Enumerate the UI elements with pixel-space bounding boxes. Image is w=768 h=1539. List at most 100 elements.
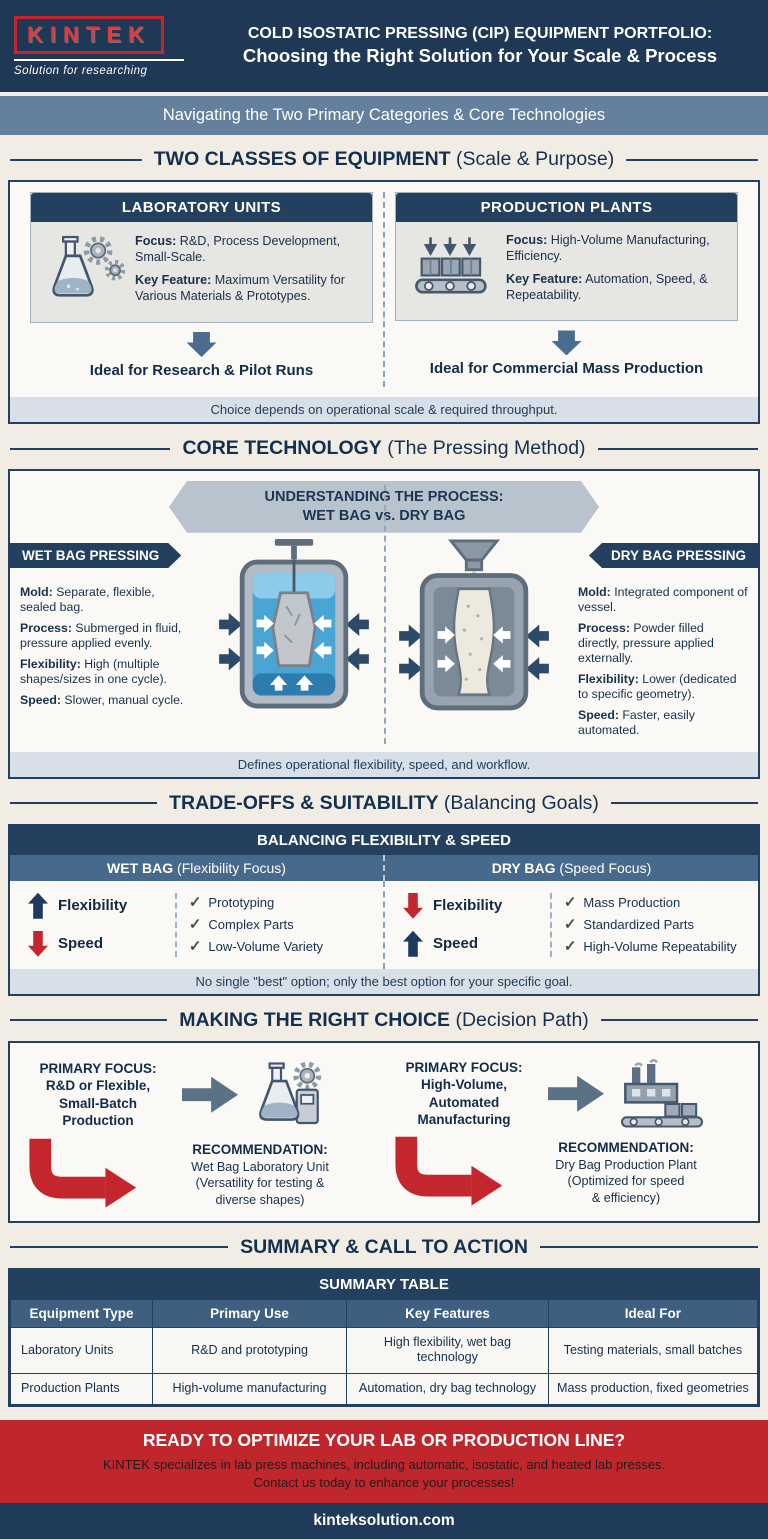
two-classes-subtitle: (Scale & Purpose) [456, 148, 615, 170]
title-rule-left [10, 802, 158, 805]
two-classes-footer: Choice depends on operational scale & re… [10, 397, 758, 422]
summary-title: SUMMARY & CALL TO ACTION [240, 1235, 528, 1258]
title-rule-left [10, 1019, 168, 1022]
lab-feature-text: Maximum Versatility for Various Material… [135, 273, 345, 304]
wet-bag-vessel-diagram [219, 538, 369, 709]
speed-up-row: Speed [403, 930, 550, 957]
wet-bag-checklist: ✓Prototyping ✓Complex Parts ✓Low-Volume … [174, 892, 377, 957]
speed-down-row: Speed [28, 930, 175, 957]
kintek-logo-box: KINTEK [14, 15, 164, 54]
dry-bag-subheader: DRY BAG (Speed Focus) [491, 859, 652, 876]
lab-focus-text: R&D, Process Development, Small-Scale. [135, 233, 341, 264]
cta-banner: READY TO OPTIMIZE YOUR LAB OR PRODUCTION… [0, 1419, 768, 1504]
lab-recommendation: RECOMMENDATION: Wet Bag Laboratory Unit … [191, 1142, 329, 1207]
core-technology-footer: Defines operational flexibility, speed, … [10, 751, 758, 777]
check-item: ✓Complex Parts [188, 916, 294, 934]
laboratory-units-column: LABORATORY UNITS [20, 192, 383, 387]
title-rule-left [10, 447, 171, 450]
check-item: ✓Standardized Parts [563, 916, 694, 934]
plant-feature-label: Key Feature: [506, 272, 583, 287]
wet-bag-tradeoffs: Flexibility Speed ✓Prototyping ✓Complex … [10, 881, 383, 969]
core-subtitle: (The Pressing Method) [387, 437, 586, 459]
section-title-summary: SUMMARY & CALL TO ACTION [10, 1236, 758, 1259]
cta-line2: Contact us today to enhance your process… [253, 1475, 515, 1491]
website-link[interactable]: kinteksolution.com [0, 1503, 768, 1539]
wet-bag-specs: Mold: Separate, flexible, sealed bag. Pr… [20, 584, 184, 707]
section-title-core-technology: CORE TECHNOLOGY (The Pressing Method) [10, 437, 759, 460]
production-plants-subcard: PRODUCTION PLANTS [395, 192, 738, 322]
title-rule-left [10, 158, 142, 161]
title-rule-right [626, 158, 759, 161]
production-plants-column: PRODUCTION PLANTS [383, 192, 748, 387]
lab-ideal-text: Ideal for Research & Pilot Runs [89, 362, 314, 379]
cta-line1: KINTEK specializes in lab press machines… [102, 1456, 666, 1472]
dry-bag-pressing-tag: DRY BAG PRESSING [588, 543, 758, 568]
balancing-header: BALANCING FLEXIBILITY & SPEED [10, 825, 758, 855]
check-icon: ✓ [188, 938, 202, 956]
lab-feature-label: Key Feature: [135, 273, 212, 287]
production-plants-text: Focus: High-Volume Manufacturing, Effici… [506, 232, 729, 310]
wet-bag-pressing-tag: WET BAG PRESSING [10, 543, 181, 568]
section-title-choice: MAKING THE RIGHT CHOICE (Decision Path) [10, 1008, 759, 1032]
page-title-line1: COLD ISOSTATIC PRESSING (CIP) EQUIPMENT … [247, 24, 713, 42]
summary-table-title: SUMMARY TABLE [10, 1269, 758, 1299]
logo-tagline: Solution for researching [14, 64, 148, 77]
flask-gear-icon [259, 1061, 322, 1124]
plant-decision-path: PRIMARY FOCUS: High-Volume, Automated Ma… [384, 1055, 750, 1213]
lab-primary-focus: PRIMARY FOCUS: R&D or Flexible, Small-Ba… [39, 1060, 157, 1129]
col-key-features: Key Features [346, 1298, 549, 1328]
table-row: Production Plants High-volume manufactur… [10, 1373, 759, 1405]
check-icon: ✓ [188, 916, 202, 934]
choice-card: PRIMARY FOCUS: R&D or Flexible, Small-Ba… [8, 1040, 760, 1223]
check-icon: ✓ [563, 916, 577, 934]
flask-gears-icon [52, 235, 125, 297]
section-title-tradeoffs: TRADE-OFFS & SUITABILITY (Balancing Goal… [10, 791, 759, 815]
logo-underline [14, 58, 184, 61]
title-rule-right [597, 447, 759, 450]
check-item: ✓Low-Volume Variety [188, 938, 324, 956]
tradeoffs-title: TRADE-OFFS & SUITABILITY [169, 791, 439, 814]
col-equipment-type: Equipment Type [10, 1298, 153, 1328]
production-plants-header: PRODUCTION PLANTS [396, 193, 737, 222]
header: KINTEK Solution for researching COLD ISO… [0, 0, 768, 92]
check-item: ✓Mass Production [563, 894, 681, 912]
lab-focus-label: Focus: [135, 233, 177, 248]
dry-bag-vessel-diagram [399, 539, 549, 711]
plant-recommendation: RECOMMENDATION: Dry Bag Production Plant… [555, 1140, 697, 1205]
plant-primary-focus: PRIMARY FOCUS: High-Volume, Automated Ma… [405, 1059, 523, 1128]
subtitle-banner: Navigating the Two Primary Categories & … [0, 96, 768, 135]
title-rule-right [539, 1246, 758, 1249]
vessel-divider [384, 484, 386, 744]
down-arrow-icon [186, 332, 217, 357]
tradeoffs-card: BALANCING FLEXIBILITY & SPEED WET BAG (F… [8, 823, 760, 996]
right-arrow-icon [548, 1075, 604, 1112]
tradeoffs-subtitle: (Balancing Goals) [443, 791, 599, 814]
laboratory-units-text: Focus: R&D, Process Development, Small-S… [135, 233, 364, 311]
red-elbow-arrow-icon [395, 1136, 503, 1206]
kintek-logo: KINTEK Solution for researching [14, 15, 204, 77]
summary-table: SUMMARY TABLE Equipment Type Primary Use… [8, 1267, 760, 1407]
two-classes-title: TWO CLASSES OF EQUIPMENT [153, 148, 451, 170]
laboratory-units-header: LABORATORY UNITS [31, 193, 372, 222]
check-item: ✓Prototyping [188, 894, 275, 912]
choice-title: MAKING THE RIGHT CHOICE [179, 1008, 451, 1031]
dry-bag-specs: Mold: Integrated component of vessel. Pr… [578, 584, 748, 737]
kintek-logo-text: KINTEK [27, 21, 151, 47]
down-arrow-icon [551, 330, 582, 356]
up-arrow-icon [28, 892, 48, 919]
up-arrow-icon [403, 930, 423, 957]
core-technology-card: UNDERSTANDING THE PROCESS: WET BAG vs. D… [8, 469, 760, 779]
title-rule-left [10, 1246, 229, 1249]
vessel-diagrams [196, 484, 572, 744]
tradeoffs-footer: No single "best" option; only the best o… [10, 968, 758, 994]
title-rule-right [600, 1019, 759, 1022]
check-item: ✓High-Volume Repeatability [563, 938, 737, 956]
conveyor-boxes-icon [415, 237, 487, 294]
check-icon: ✓ [563, 894, 577, 912]
summary-table-header-row: Equipment Type Primary Use Key Features … [10, 1298, 759, 1328]
plant-focus-label: Focus: [506, 233, 548, 247]
flexibility-down-row: Flexibility [403, 892, 550, 919]
table-row: Laboratory Units R&D and prototyping Hig… [10, 1326, 759, 1375]
dry-bag-tradeoffs: Flexibility Speed ✓Mass Production ✓Stan… [383, 880, 758, 969]
right-arrow-icon [182, 1076, 238, 1113]
